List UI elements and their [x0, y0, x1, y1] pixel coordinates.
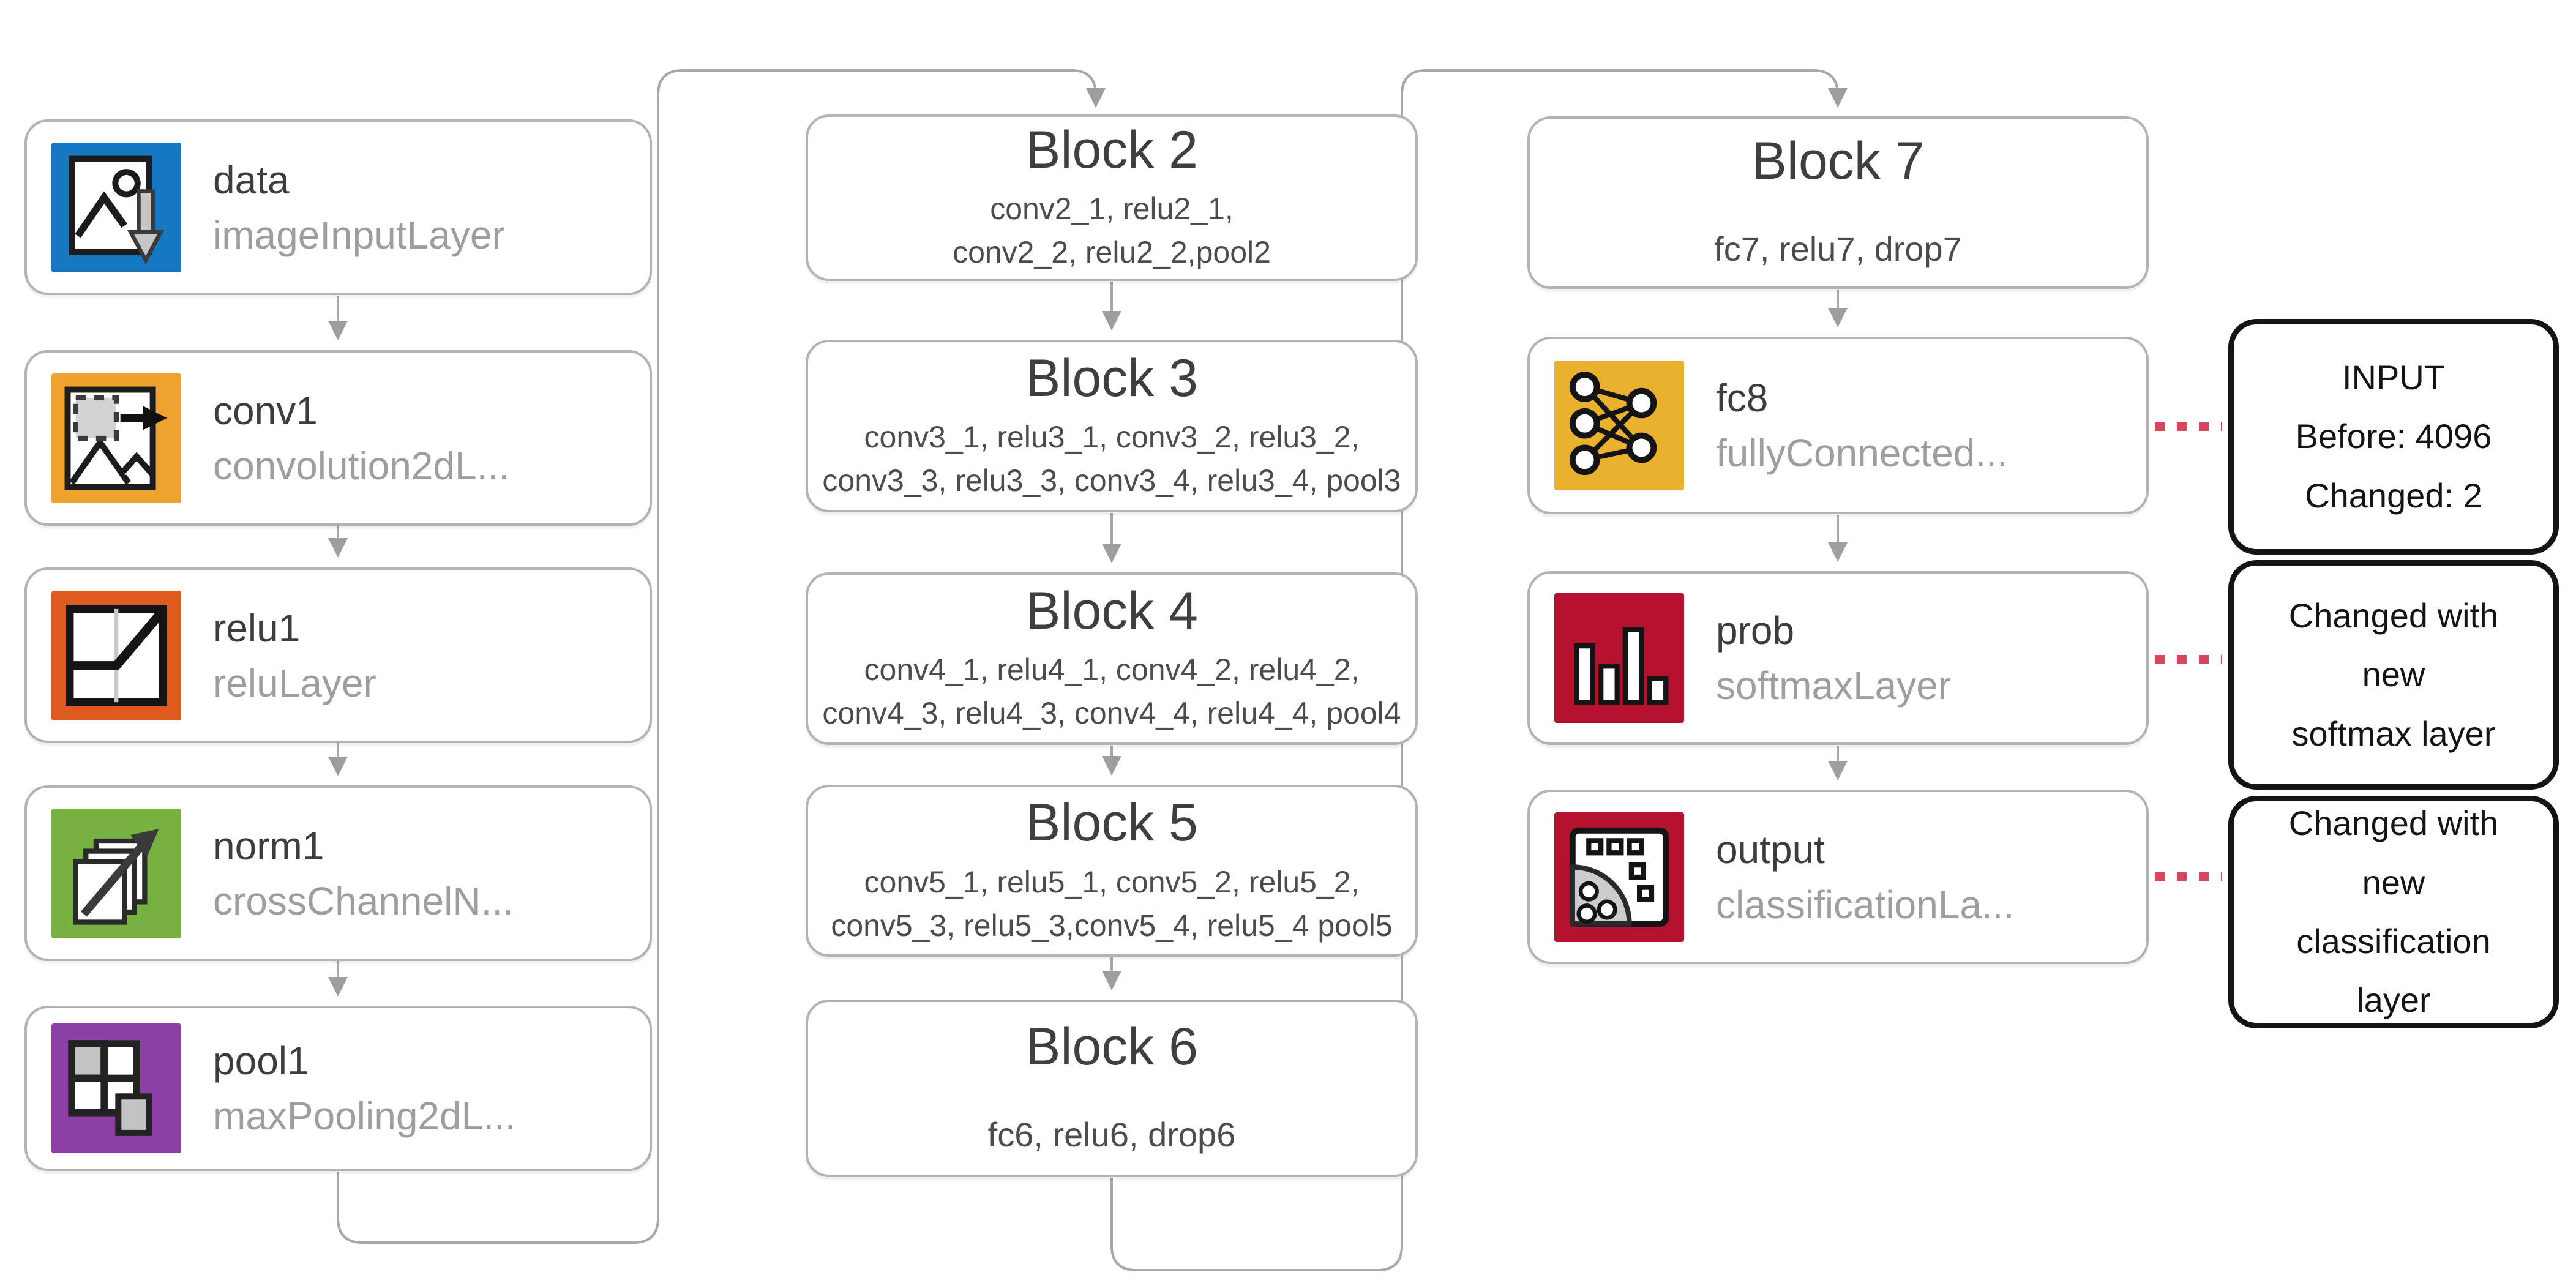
normalization-icon [51, 808, 181, 938]
layer-type: imageInputLayer [213, 212, 505, 257]
block-line: fc6, relu6, drop6 [987, 1115, 1236, 1154]
convolution-icon [51, 373, 181, 503]
layer-type: reluLayer [213, 660, 376, 705]
block-title: Block 6 [1025, 1017, 1199, 1076]
callout-note-fc8-input: INPUT Before: 4096 Changed: 2 [2228, 319, 2559, 555]
layer-type: maxPooling2dL... [213, 1094, 516, 1138]
max-pooling-icon [51, 1023, 181, 1153]
note-line: Before: 4096 [2295, 417, 2492, 456]
block-title: Block 4 [1025, 581, 1199, 640]
block-line: conv5_1, relu5_1, conv5_2, relu5_2, [864, 864, 1360, 899]
layer-name: conv1 [213, 388, 318, 433]
wraparound-connector-col1-col2 [337, 69, 1106, 1244]
callout-note-softmax: Changed with new softmax layer [2228, 560, 2559, 790]
note-line: Changed with [2288, 804, 2499, 843]
note-line: new [2362, 655, 2425, 694]
layer-name: data [213, 157, 290, 202]
block-line: conv2_1, relu2_1, [990, 192, 1234, 226]
layer-name: output [1716, 827, 1825, 872]
layer-name: fc8 [1716, 376, 1769, 420]
block-node-block3: Block 3 conv3_1, relu3_1, conv3_2, relu3… [806, 340, 1418, 512]
block-title: Block 5 [1025, 793, 1199, 853]
block-line: fc7, relu7, drop7 [1714, 229, 1962, 268]
block-line: conv4_3, relu4_3, conv4_4, relu4_4, pool… [822, 696, 1401, 731]
layer-name: relu1 [213, 605, 301, 650]
block-node-block4: Block 4 conv4_1, relu4_1, conv4_2, relu4… [806, 572, 1418, 745]
softmax-icon [1554, 593, 1684, 723]
note-line: classification [2296, 922, 2491, 960]
layer-node-output: output classificationLa... [1527, 790, 2149, 964]
layer-node-prob: prob softmaxLayer [1527, 571, 2149, 745]
layer-type: crossChannelN... [213, 878, 514, 923]
block-line: conv2_2, relu2_2,pool2 [953, 235, 1271, 270]
layer-type: classificationLa... [1716, 882, 2015, 927]
fully-connected-icon [1554, 361, 1684, 490]
block-node-block2: Block 2 conv2_1, relu2_1, conv2_2, relu2… [806, 114, 1418, 281]
block-line: conv3_3, relu3_3, conv3_4, relu3_4, pool… [822, 463, 1401, 498]
note-line: Changed with [2288, 596, 2499, 635]
callout-note-classification: Changed with new classification layer [2228, 796, 2559, 1028]
layer-type: softmaxLayer [1716, 664, 1952, 708]
note-line: softmax layer [2291, 714, 2496, 753]
layer-node-norm1: norm1 crossChannelN... [24, 785, 652, 961]
layer-type: fullyConnected... [1716, 431, 2008, 475]
layer-name: norm1 [213, 823, 324, 868]
block-title: Block 2 [1025, 120, 1199, 179]
image-input-icon [51, 142, 181, 272]
layer-node-pool1: pool1 maxPooling2dL... [24, 1006, 652, 1171]
layer-name: prob [1716, 608, 1795, 653]
relu-icon [51, 590, 181, 720]
layer-node-data: data imageInputLayer [24, 119, 652, 295]
block-node-block7: Block 7 fc7, relu7, drop7 [1527, 116, 2149, 289]
block-node-block5: Block 5 conv5_1, relu5_1, conv5_2, relu5… [806, 785, 1418, 957]
note-line: INPUT [2342, 358, 2445, 397]
block-title: Block 7 [1751, 131, 1925, 190]
layer-node-relu1: relu1 reluLayer [24, 567, 652, 743]
block-node-block6: Block 6 fc6, relu6, drop6 [806, 1000, 1418, 1177]
note-line: new [2362, 862, 2425, 902]
note-line: Changed: 2 [2305, 476, 2482, 515]
block-line: conv3_1, relu3_1, conv3_2, relu3_2, [864, 420, 1360, 455]
note-line: layer [2356, 981, 2431, 1020]
layer-name: pool1 [213, 1039, 309, 1083]
layer-type: convolution2dL... [213, 443, 509, 488]
layer-node-conv1: conv1 convolution2dL... [24, 350, 652, 526]
layer-node-fc8: fc8 fullyConnected... [1527, 337, 2149, 514]
block-line: conv4_1, relu4_1, conv4_2, relu4_2, [864, 653, 1360, 687]
block-title: Block 3 [1025, 348, 1199, 408]
classification-icon [1554, 812, 1684, 942]
block-line: conv5_3, relu5_3,conv5_4, relu5_4 pool5 [831, 908, 1393, 943]
